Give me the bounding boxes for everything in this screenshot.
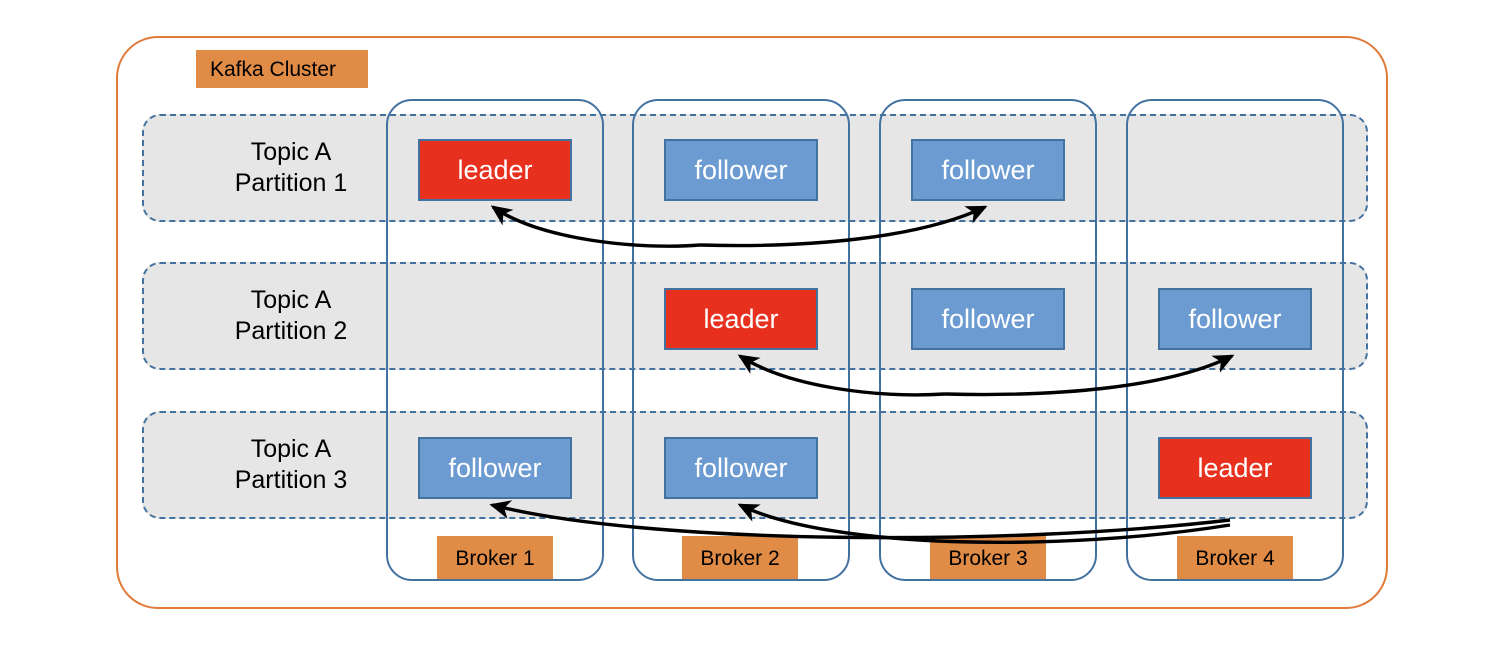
partition-2-label: Topic A Partition 2 <box>166 264 416 368</box>
replica-p2-b3-follower: follower <box>911 288 1065 350</box>
partition-1-number: Partition 1 <box>234 169 348 197</box>
partition-3-topic: Topic A <box>250 434 332 463</box>
partition-1-topic: Topic A <box>250 137 332 166</box>
kafka-cluster-boundary <box>116 36 1388 609</box>
partition-3-number: Partition 3 <box>234 466 348 494</box>
broker-column-2 <box>632 99 850 581</box>
partition-2-topic: Topic A <box>250 285 332 314</box>
kafka-cluster-label: Kafka Cluster <box>196 50 368 88</box>
broker-column-3 <box>879 99 1097 581</box>
replica-p1-b1-leader: leader <box>418 139 572 201</box>
replica-p3-b4-leader: leader <box>1158 437 1312 499</box>
partition-1-label: Topic A Partition 1 <box>166 116 416 220</box>
replica-p1-b3-follower: follower <box>911 139 1065 201</box>
broker-column-1 <box>386 99 604 581</box>
partition-3-label: Topic A Partition 3 <box>166 413 416 517</box>
replica-p3-b1-follower: follower <box>418 437 572 499</box>
replica-p3-b2-follower: follower <box>664 437 818 499</box>
replica-p1-b2-follower: follower <box>664 139 818 201</box>
broker-column-4 <box>1126 99 1344 581</box>
replica-p2-b2-leader: leader <box>664 288 818 350</box>
partition-2-number: Partition 2 <box>234 317 348 345</box>
broker-label-1: Broker 1 <box>437 536 553 580</box>
replica-p2-b4-follower: follower <box>1158 288 1312 350</box>
